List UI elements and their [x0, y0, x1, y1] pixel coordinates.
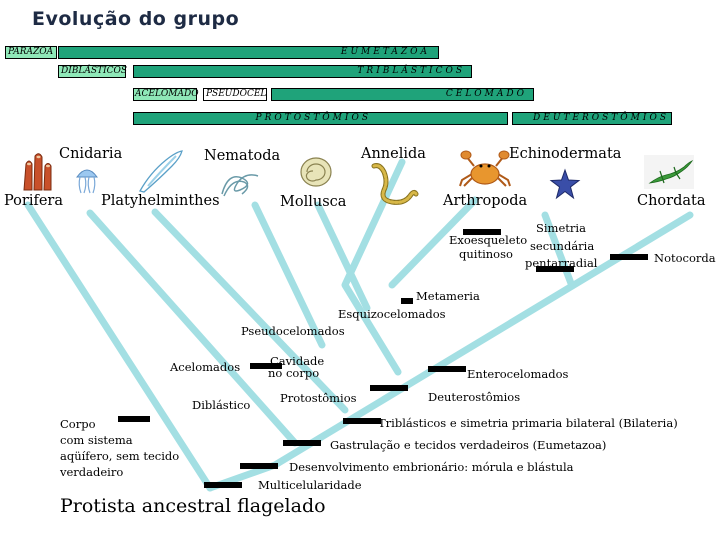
label-cavidade-1: Cavidade — [270, 354, 325, 368]
snail-icon — [300, 157, 332, 187]
label-notocorda: Notocorda — [654, 251, 716, 265]
taxon-nematoda: Nematoda — [204, 148, 281, 164]
label-pseudocelomados: Pseudocelomados — [241, 324, 345, 338]
marker-desenvolvimento — [240, 463, 278, 469]
label-ancestral: Protista ancestral flagelado — [60, 495, 326, 517]
label-exoesqueleto-2: quitinoso — [459, 247, 513, 261]
bar-diblasticos: DIBLÁSTICOS — [58, 65, 127, 78]
branch-arthropoda — [388, 196, 479, 289]
bar-celomado: CELOMADO — [271, 88, 534, 101]
label-corpo-4: verdadeiro — [60, 465, 124, 479]
starfish-icon — [549, 168, 581, 200]
branch-bilateria — [151, 208, 349, 414]
bar-pseudocel: PSEUDOCEL — [203, 88, 267, 101]
bar-parazoa: PARAZOA — [5, 46, 57, 59]
marker-exoesqueleto — [463, 229, 501, 235]
marker-diblastico — [118, 416, 150, 422]
label-protostomios: Protostômios — [280, 391, 357, 405]
marker-metameria — [401, 298, 413, 304]
label-simetria-3: pentarradial — [525, 256, 598, 270]
taxon-mollusca: Mollusca — [280, 194, 347, 210]
label-acelomados: Acelomados — [170, 360, 241, 374]
bar-eumetazoa: EUMETAZOA — [58, 46, 439, 59]
label-desenvolvimento: Desenvolvimento embrionário: mórula e bl… — [289, 460, 574, 474]
sponge-icon — [23, 153, 52, 191]
branch-mollusca — [314, 201, 371, 312]
taxon-porifera: Porifera — [4, 193, 63, 209]
label-metameria: Metameria — [416, 289, 480, 303]
label-eumetazoa-character: Gastrulação e tecidos verdadeiros (Eumet… — [330, 438, 607, 452]
flatworm-icon — [139, 150, 183, 193]
branch-pseudocoel — [251, 201, 326, 349]
bar-protostomios: PROTOSTÔMIOS — [133, 112, 508, 125]
branch-coelomate-protostome — [341, 158, 406, 376]
label-corpo-1: Corpo — [60, 417, 96, 431]
marker-notocorda — [610, 254, 648, 260]
label-diblastico: Diblástico — [192, 398, 251, 412]
label-cavidade-2: no corpo — [268, 366, 320, 380]
label-multicelularidade: Multicelularidade — [258, 478, 362, 492]
bar-triblasticos: TRIBLÁSTICOS — [133, 65, 472, 78]
label-corpo-3: aqüífero, sem tecido — [60, 449, 180, 463]
taxon-arthropoda: Arthropoda — [443, 193, 528, 209]
bar-acelomado: ACELOMADO — [133, 88, 199, 101]
label-deuterostomios: Deuterostômios — [428, 390, 521, 404]
crab-icon — [459, 150, 511, 187]
marker-deuterostomios — [428, 366, 466, 372]
marker-bilateria — [343, 418, 381, 424]
roundworm-icon — [221, 174, 259, 197]
page-title: Evolução do grupo — [32, 8, 240, 30]
label-enterocelomados: Enterocelomados — [467, 367, 569, 381]
branch-echinodermata — [541, 211, 576, 290]
taxon-chordata: Chordata — [637, 193, 706, 209]
branch-trunk — [24, 201, 214, 492]
label-esquizocelomados: Esquizocelomados — [338, 307, 446, 321]
marker-multicelularidade — [204, 482, 242, 488]
label-corpo-2: com sistema — [60, 433, 133, 447]
branch-cnidaria — [86, 209, 299, 447]
earthworm-icon — [371, 163, 419, 205]
label-exoesqueleto-1: Exoesqueleto — [449, 233, 528, 247]
taxon-platyhelminthes: Platyhelminthes — [101, 193, 220, 209]
label-simetria-2: secundária — [530, 239, 595, 253]
taxon-cnidaria: Cnidaria — [59, 146, 123, 162]
marker-acelomados — [250, 363, 282, 369]
bar-deuterostomios: DEUTEROSTÔMIOS — [512, 112, 672, 125]
lizard-icon — [644, 155, 694, 189]
taxon-annelida: Annelida — [361, 146, 426, 162]
label-simetria-1: Simetria — [536, 221, 586, 235]
marker-protostomios — [370, 385, 408, 391]
label-bilateria: Triblásticos e simetria primaria bilater… — [378, 416, 678, 430]
marker-eumetazoa — [283, 440, 321, 446]
taxon-echinodermata: Echinodermata — [509, 146, 622, 162]
marker-simetria — [536, 266, 574, 272]
jellyfish-icon — [76, 169, 98, 194]
